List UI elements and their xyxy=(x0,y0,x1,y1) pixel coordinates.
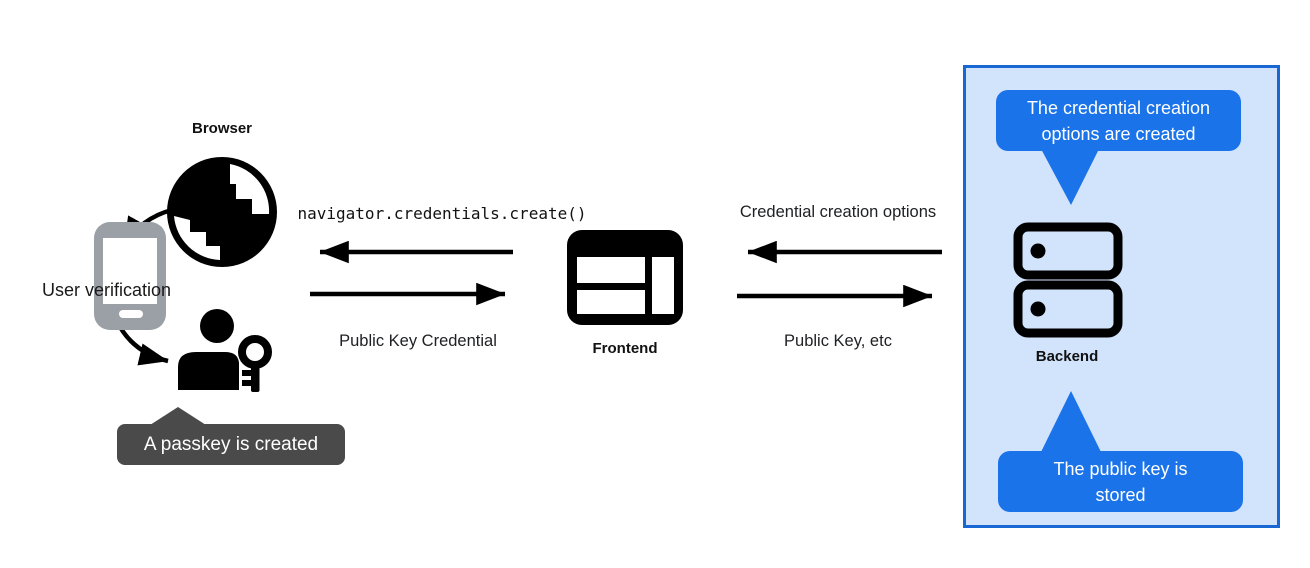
user-key-icon xyxy=(178,309,272,392)
user-verification-label: User verification xyxy=(42,280,172,300)
frontend-window-icon xyxy=(567,230,683,325)
passkey-tooltip-text: A passkey is created xyxy=(143,433,319,455)
public-key-etc-label: Public Key, etc xyxy=(784,332,892,350)
public-key-stored-tooltip-text: The public key is stored xyxy=(1053,458,1188,505)
globe-icon xyxy=(167,157,277,267)
passkey-tooltip: A passkey is created xyxy=(117,424,345,465)
credential-options-tooltip: The credential creation options are crea… xyxy=(996,90,1241,151)
public-key-stored-tooltip-pointer xyxy=(1041,391,1101,452)
credential-creation-options-label: Credential creation options xyxy=(739,203,937,221)
backend-server-icon xyxy=(1013,222,1123,338)
public-key-stored-tooltip: The public key is stored xyxy=(998,451,1243,512)
navigator-credentials-create-label: navigator.credentials.create() xyxy=(297,204,587,223)
phone-icon xyxy=(94,222,166,330)
passkey-tooltip-pointer xyxy=(150,407,206,425)
browser-label: Browser xyxy=(191,120,253,137)
backend-label: Backend xyxy=(1035,348,1099,365)
credential-options-tooltip-pointer xyxy=(1040,147,1100,205)
public-key-credential-label: Public Key Credential xyxy=(339,332,497,350)
frontend-label: Frontend xyxy=(592,340,658,357)
credential-options-tooltip-text: The credential creation options are crea… xyxy=(1026,97,1211,144)
